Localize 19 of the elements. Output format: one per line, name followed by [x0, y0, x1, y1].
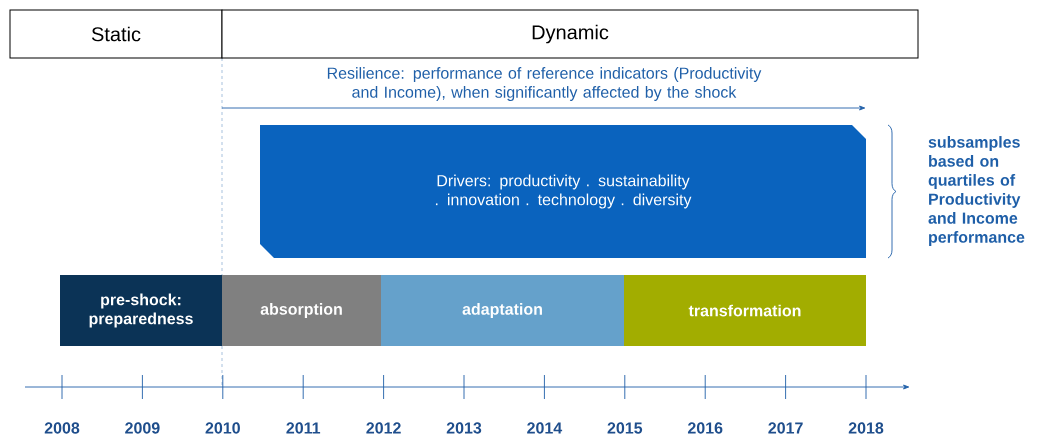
- annotation-text: subsamples based on quartiles of Productivity and Income performance: [928, 136, 1025, 246]
- phase-band: pre-shock: preparedness: [60, 275, 222, 346]
- header-cell: Static: [9, 9, 223, 59]
- year-label: 2017: [768, 422, 803, 434]
- annotation-text: Resilience: performance of reference indicators (Productivity and Income), when significantly affected by the shock: [327, 67, 762, 101]
- year-label: 2013: [446, 422, 482, 434]
- year-label: 2010: [205, 422, 240, 434]
- year-label: 2009: [125, 422, 160, 434]
- phase-band: adaptation: [381, 275, 624, 346]
- phase-band: absorption: [222, 275, 381, 346]
- year-label: 2018: [848, 422, 884, 434]
- year-label: 2012: [366, 422, 401, 434]
- year-label: 2014: [527, 422, 563, 434]
- drivers-banner: Drivers: productivity . sustainability . innovation . technology . diversity: [260, 125, 866, 258]
- phase-band: transformation: [624, 275, 866, 346]
- year-label: 2016: [687, 422, 723, 434]
- year-label: 2015: [607, 422, 643, 434]
- year-label: 2008: [44, 422, 80, 434]
- year-label: 2011: [286, 422, 321, 434]
